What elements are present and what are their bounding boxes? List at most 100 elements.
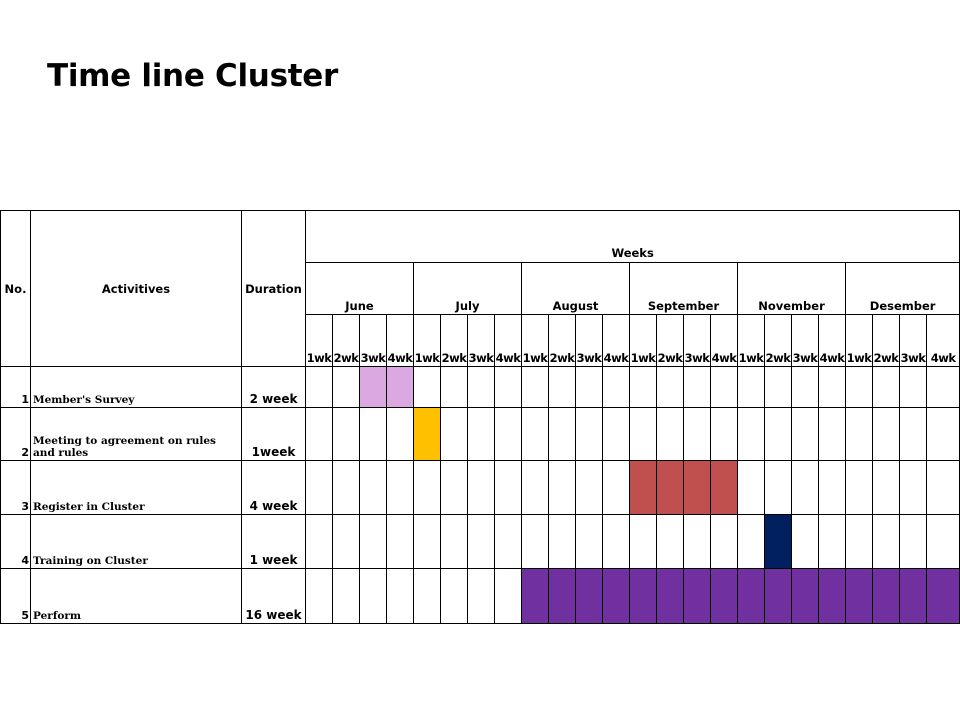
week-cell bbox=[413, 460, 441, 515]
week-cell bbox=[710, 366, 738, 408]
header-row-weeks: No. Activitives Duration Weeks bbox=[0, 210, 960, 367]
week-cell bbox=[548, 407, 576, 461]
week-cell bbox=[332, 460, 360, 515]
week-cell bbox=[872, 407, 900, 461]
week-cell bbox=[845, 514, 873, 569]
week-header: 1wk bbox=[305, 314, 333, 367]
week-header: 2wk bbox=[872, 314, 900, 367]
month-header: July bbox=[413, 262, 522, 315]
week-cell bbox=[791, 514, 819, 569]
activity-duration: 1week bbox=[241, 407, 306, 461]
week-cell bbox=[791, 460, 819, 515]
row-number: 5 bbox=[0, 568, 31, 624]
week-cell bbox=[494, 407, 522, 461]
week-header: 1wk bbox=[413, 314, 441, 367]
week-header: 2wk bbox=[440, 314, 468, 367]
gantt-bar-cell bbox=[872, 568, 900, 624]
activity-name: Member's Survey bbox=[30, 366, 242, 408]
gantt-bar-cell bbox=[845, 568, 873, 624]
week-cell bbox=[575, 460, 603, 515]
week-cell bbox=[602, 514, 630, 569]
activity-name: Training on Cluster bbox=[30, 514, 242, 569]
week-cell bbox=[818, 366, 846, 408]
week-cell bbox=[629, 514, 657, 569]
week-header: 4wk bbox=[818, 314, 846, 367]
header-duration: Duration bbox=[241, 210, 306, 367]
activity-duration: 16 week bbox=[241, 568, 306, 624]
week-cell bbox=[440, 514, 468, 569]
week-cell bbox=[899, 407, 927, 461]
activity-name: Register in Cluster bbox=[30, 460, 242, 515]
week-cell bbox=[467, 568, 495, 624]
week-header: 1wk bbox=[629, 314, 657, 367]
week-cell bbox=[548, 514, 576, 569]
gantt-bar-cell bbox=[656, 568, 684, 624]
week-header: 2wk bbox=[548, 314, 576, 367]
gantt-bar-cell bbox=[575, 568, 603, 624]
row-number: 3 bbox=[0, 460, 31, 515]
week-cell bbox=[305, 460, 333, 515]
week-cell bbox=[683, 407, 711, 461]
week-cell bbox=[359, 460, 387, 515]
gantt-bar-cell bbox=[764, 568, 792, 624]
week-cell bbox=[656, 514, 684, 569]
week-cell bbox=[602, 366, 630, 408]
week-header: 3wk bbox=[683, 314, 711, 367]
gantt-bar-cell bbox=[791, 568, 819, 624]
week-cell bbox=[413, 568, 441, 624]
week-cell bbox=[521, 366, 549, 408]
week-cell bbox=[548, 460, 576, 515]
week-header: 3wk bbox=[575, 314, 603, 367]
week-header: 2wk bbox=[656, 314, 684, 367]
week-header: 4wk bbox=[602, 314, 630, 367]
gantt-bar-cell bbox=[925, 568, 960, 624]
week-cell bbox=[683, 514, 711, 569]
week-cell bbox=[818, 460, 846, 515]
week-header: 1wk bbox=[845, 314, 873, 367]
week-cell bbox=[575, 366, 603, 408]
week-cell bbox=[629, 407, 657, 461]
week-cell bbox=[629, 366, 657, 408]
row-number: 4 bbox=[0, 514, 31, 569]
week-header: 3wk bbox=[791, 314, 819, 367]
week-cell bbox=[413, 514, 441, 569]
gantt-bar-cell bbox=[629, 568, 657, 624]
week-cell bbox=[440, 407, 468, 461]
activity-duration: 1 week bbox=[241, 514, 306, 569]
week-cell bbox=[872, 514, 900, 569]
week-cell bbox=[710, 514, 738, 569]
gantt-bar-cell bbox=[710, 460, 738, 515]
week-cell bbox=[332, 568, 360, 624]
week-cell bbox=[359, 407, 387, 461]
gantt-bar-cell bbox=[710, 568, 738, 624]
week-cell bbox=[899, 460, 927, 515]
week-cell bbox=[845, 407, 873, 461]
week-header: 1wk bbox=[521, 314, 549, 367]
activity-duration: 4 week bbox=[241, 460, 306, 515]
header-no: No. bbox=[0, 210, 31, 367]
activity-name: Perform bbox=[30, 568, 242, 624]
week-cell bbox=[440, 460, 468, 515]
week-cell bbox=[899, 366, 927, 408]
week-cell bbox=[494, 514, 522, 569]
week-cell bbox=[305, 407, 333, 461]
week-cell bbox=[737, 514, 765, 569]
week-cell bbox=[925, 514, 960, 569]
month-header: June bbox=[305, 262, 414, 315]
gantt-bar-cell bbox=[818, 568, 846, 624]
gantt-bar-cell bbox=[602, 568, 630, 624]
week-header: 2wk bbox=[764, 314, 792, 367]
week-cell bbox=[413, 366, 441, 408]
week-cell bbox=[386, 460, 414, 515]
week-cell bbox=[494, 568, 522, 624]
week-cell bbox=[575, 514, 603, 569]
gantt-bar-cell bbox=[386, 366, 414, 408]
week-cell bbox=[845, 366, 873, 408]
week-cell bbox=[818, 514, 846, 569]
week-header: 4wk bbox=[386, 314, 414, 367]
week-cell bbox=[332, 366, 360, 408]
row-number: 1 bbox=[0, 366, 31, 408]
